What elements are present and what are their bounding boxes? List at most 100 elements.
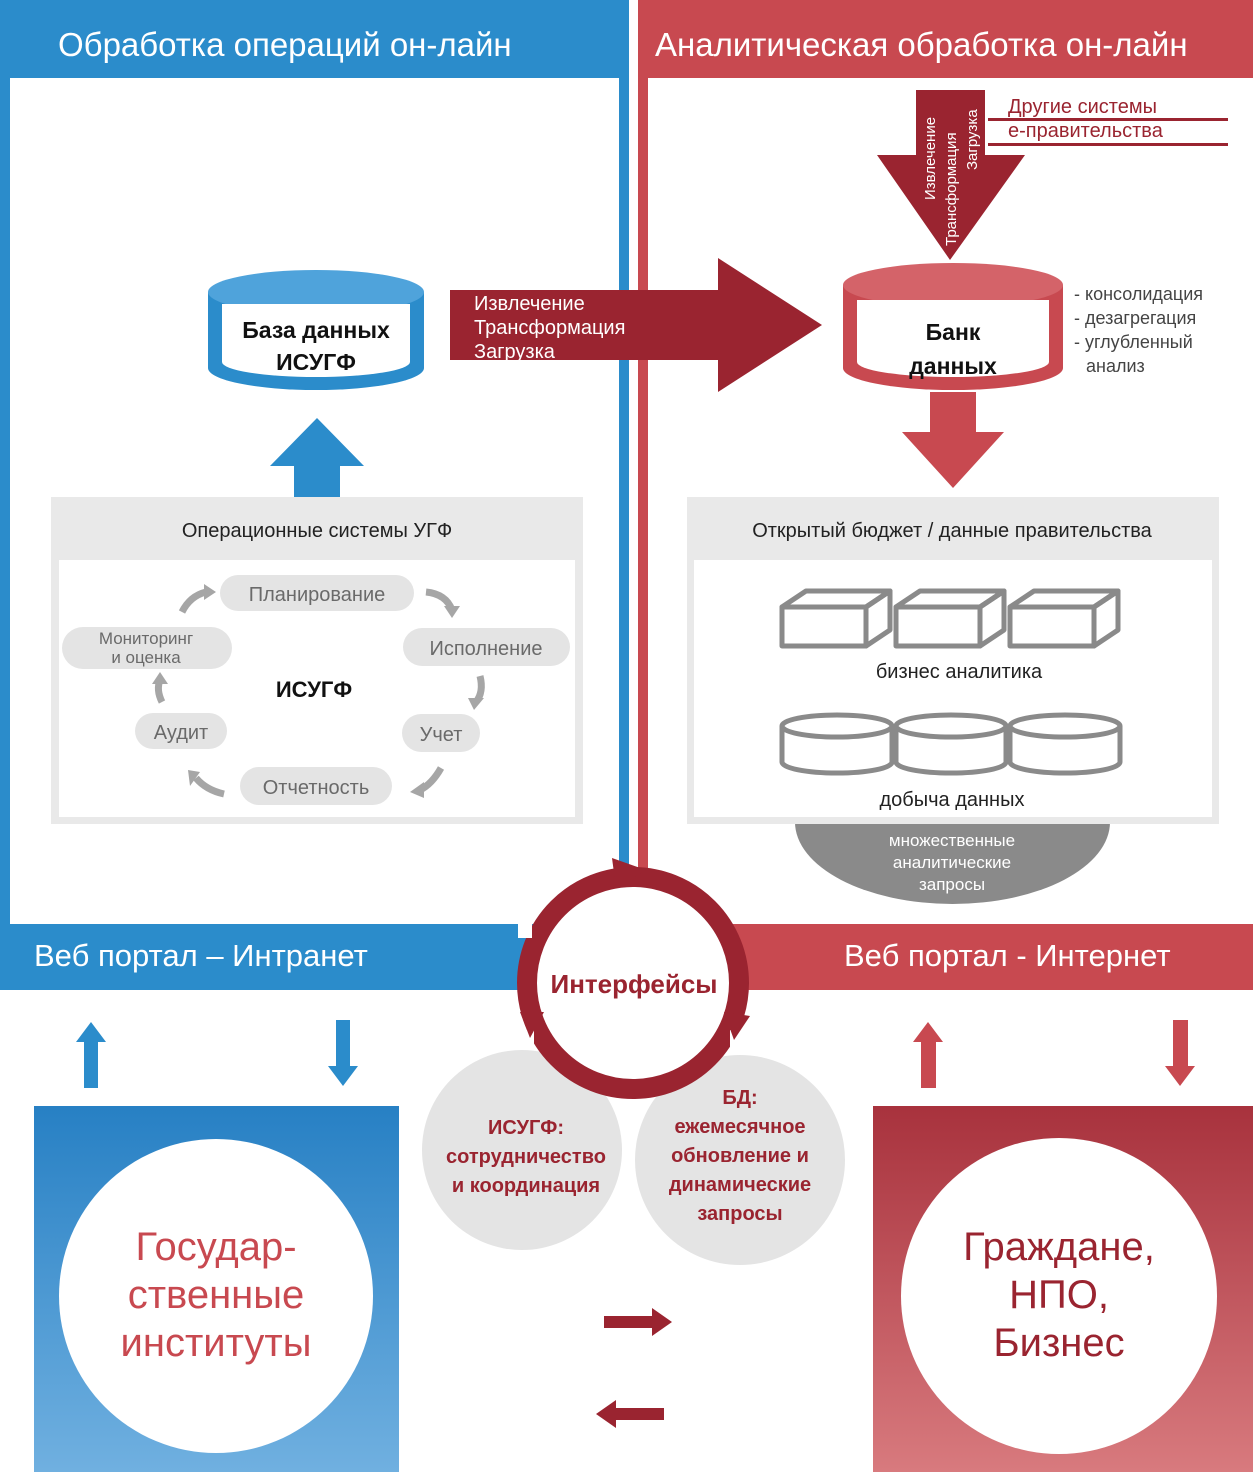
cycle-planning-label: Планирование [249,584,386,606]
citizens-up-arrow-head [913,1022,943,1042]
interfaces-title: Интерфейсы [551,969,718,999]
cycle-arrowhead-6 [204,584,216,600]
oltp-panel: Обработка операций он-лайн [0,0,629,924]
cycle-accounting-label: Учет [420,724,463,746]
ops-to-database-arrow [270,418,364,498]
oltp-header-bar [0,0,629,78]
left-flow-arrow [596,1400,664,1428]
cycle-monitoring-label-1: Мониторинг [99,629,193,648]
etl-vertical-arrow: Извлечение Трансформация Загрузка [877,90,1025,260]
government-circle [59,1139,373,1453]
databank-updates-label-2: ежемесячное [674,1116,805,1138]
queries-shape [795,822,1110,904]
olap-panel: Аналитическая обработка он-лайн [638,0,1253,868]
etl-transform-label: Трансформация [474,317,625,339]
gov-up-arrow-head [76,1022,106,1042]
gov-up-arrow-shaft [84,1040,98,1088]
internet-portal-label: Веб портал - Интернет [844,938,1171,973]
queries-label-2: аналитические [893,853,1011,872]
etl-extract-label: Извлечение [474,293,585,315]
fmis-coordination-label-3: и координация [452,1175,600,1197]
fmis-coordination-label-2: сотрудничество [446,1146,606,1168]
databank-updates-label-1: БД: [722,1087,757,1109]
cycle-monitoring [62,627,232,669]
queries-semicircle: множественные аналитические запросы [795,822,1110,904]
cycle-reporting [240,767,392,805]
etl-vertical-extract-label: Извлечение [922,117,939,200]
intranet-portal-label: Веб портал – Интранет [34,938,368,973]
databank-title: Банк [926,319,981,345]
open-budget-content [694,560,1212,817]
cycle-audit [135,713,227,749]
cycle-reporting-label: Отчетность [263,777,370,799]
citizens-up-arrow-shaft [921,1040,936,1088]
ring-gap-left [518,922,532,938]
citizens-circle [901,1138,1217,1454]
open-budget-title: Открытый бюджет / данные правительства [752,520,1152,542]
databank: Банк данных [843,263,1063,390]
cycle-arrowhead-5 [152,672,168,684]
other-systems-rule-2 [988,143,1228,146]
queries-label-1: множественные [889,831,1015,850]
bi-label: бизнес аналитика [876,661,1043,683]
fmis-database-top [208,270,424,314]
cycle-audit-label: Аудит [154,722,208,744]
gov-down-arrow-head [328,1066,358,1086]
cycle-arrowhead-2 [468,698,484,710]
cycle-monitoring-label-2: и оценка [111,648,181,667]
databank-subtitle: данных [909,353,997,379]
other-systems-label-2: е-правительства [1008,120,1164,142]
queries-label-3: запросы [919,875,985,894]
oltp-left-border [0,78,10,924]
etl-arrow: Извлечение Трансформация Загрузка [450,258,822,392]
interfaces-section: Интерфейсы ИСУГФ: сотрудничество и коорд… [422,858,845,1265]
government-label-3: институты [121,1321,312,1365]
citizens-label-1: Граждане, [963,1225,1155,1269]
other-systems-rule-1 [988,118,1228,121]
operation-analysis: анализ [1086,356,1145,376]
government-label-1: Государ- [135,1225,296,1269]
cycle-planning [220,575,414,611]
internet-portal-bar [698,924,1253,990]
citizens-label-3: Бизнес [993,1321,1124,1365]
cube-icon [779,588,893,649]
databank-updates-circle [635,1055,845,1265]
ring-arrowhead-left [520,1012,544,1038]
cycle-center-label: ИСУГФ [276,677,353,702]
other-systems-label-1: Другие системы [1008,96,1157,118]
cycle-arrowhead-4 [188,770,200,786]
fmis-database-label-area [222,304,410,377]
cycle-arrowhead-1 [444,606,460,618]
oltp-right-border [619,78,629,868]
databank-updates-label-3: обновление и [671,1145,809,1167]
citizens-down-arrow-shaft [1173,1020,1188,1068]
cycle-arrowhead-3 [410,782,424,798]
databank-top [843,263,1063,307]
databank-down-arrow [902,392,1004,488]
bi-cubes [779,588,1121,649]
citizens-label-2: НПО, [1009,1273,1109,1317]
etl-arrow-shape [450,258,822,392]
operation-disaggregation: - дезагрегация [1074,308,1196,328]
citizens-down-arrow-head [1165,1066,1195,1086]
etl-load-label: Загрузка [474,341,556,363]
ops-systems-title: Операционные системы УГФ [182,520,452,542]
government-label-2: ственные [128,1273,305,1317]
gov-down-arrow-shaft [336,1020,350,1068]
fmis-coordination-circle [422,1050,622,1250]
ring-arrowhead-right [724,1012,750,1040]
cycle-accounting [402,714,480,752]
databank-updates-label-4: динамические [669,1174,811,1196]
cycle-arrow-monitoring-planning [178,588,207,614]
olap-left-border [638,78,648,868]
ring-arrowhead-top [612,858,646,888]
fmis-database-title: База данных [242,317,390,343]
fmis-database-subtitle: ИСУГФ [276,349,356,375]
databank-updates-label-5: запросы [697,1203,782,1225]
right-flow-arrow [604,1308,672,1336]
mining-cylinders [779,712,1123,776]
operation-deep: - углубленный [1074,332,1193,352]
open-budget-box: Открытый бюджет / данные правительства б… [687,497,1219,824]
ops-systems-box: Операционные системы УГФ ИСУГФ Планирова… [51,497,583,824]
